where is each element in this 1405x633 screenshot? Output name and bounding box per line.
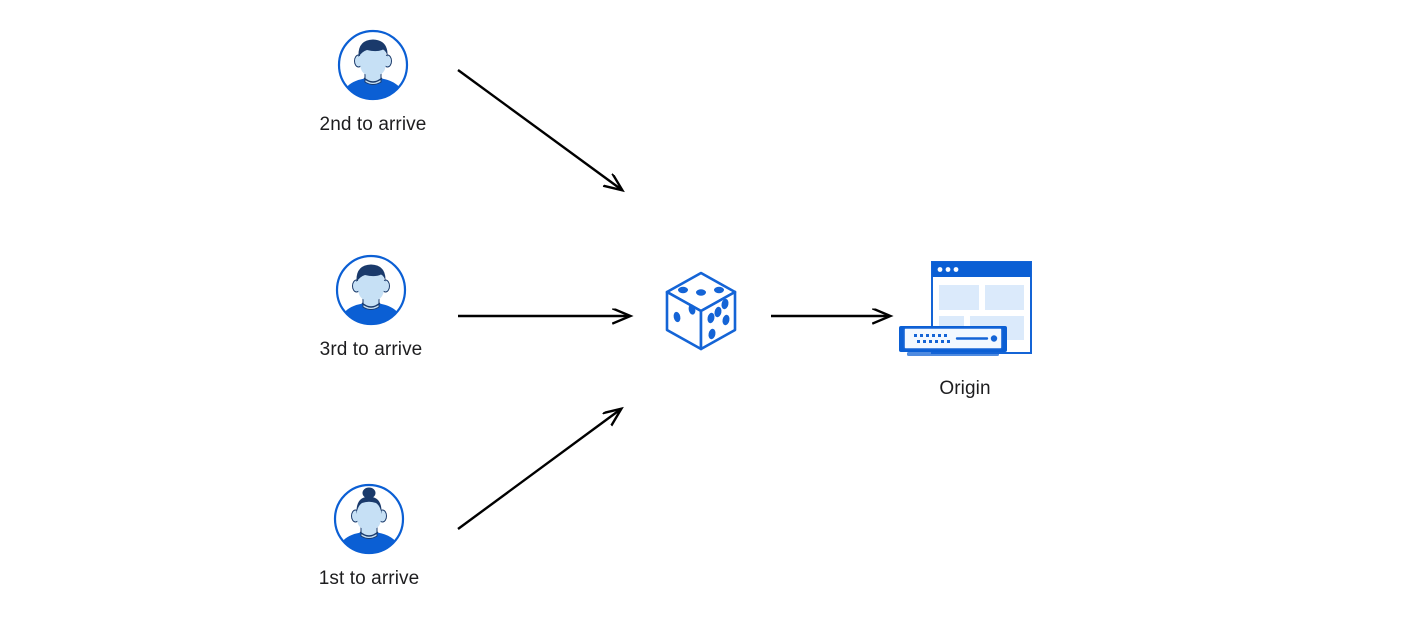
origin-node[interactable]: Origin (895, 258, 1035, 401)
client-node-middle[interactable]: 3rd to arrive (296, 253, 446, 362)
router-device-icon (899, 326, 1007, 356)
dice-icon (656, 266, 746, 356)
user-avatar-icon (334, 253, 408, 327)
origin-label: Origin (939, 378, 991, 399)
client-label-middle: 3rd to arrive (319, 339, 423, 360)
client-label-bottom: 1st to arrive (318, 568, 420, 589)
random-balancer-node[interactable] (655, 266, 747, 356)
arrow-top-client-to-balancer (457, 69, 622, 190)
origin-server-icon (895, 258, 1035, 368)
client-node-top[interactable]: 2nd to arrive (298, 28, 448, 137)
user-avatar-icon (336, 28, 410, 102)
client-node-bottom[interactable]: 1st to arrive (294, 482, 444, 591)
client-label-top: 2nd to arrive (319, 114, 427, 135)
arrow-bottom-client-to-balancer (457, 409, 621, 530)
user-avatar-icon (332, 482, 406, 556)
